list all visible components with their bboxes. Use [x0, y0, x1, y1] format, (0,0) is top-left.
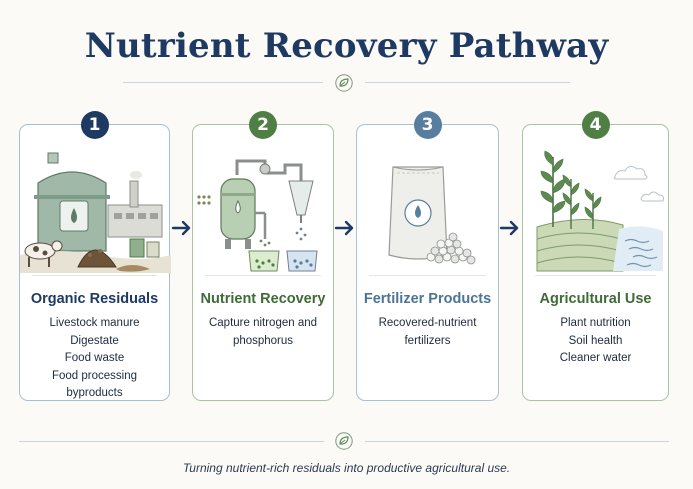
step-number-badge: 4	[581, 111, 610, 139]
page-title: Nutrient Recovery Pathway	[84, 26, 609, 66]
step-card-fertilizer-products: 3 Fertilizer Products Recovered-nutrient…	[356, 111, 499, 401]
card-divider	[32, 275, 157, 276]
digester-farm-illustration	[20, 143, 171, 273]
description-line: Plant nutrition	[560, 317, 631, 329]
arrow-right-icon	[171, 218, 193, 238]
description-line: Livestock manure	[49, 317, 140, 329]
step-number-badge: 3	[413, 111, 442, 139]
description-line: Recovered-nutrient fertilizers	[378, 317, 477, 347]
bottom-divider-left	[19, 441, 324, 442]
step-number-badge: 2	[249, 111, 277, 139]
step-heading: Agricultural Use	[539, 291, 652, 307]
arrow-right-icon	[499, 218, 521, 238]
leaf-icon	[334, 73, 354, 93]
step-heading: Nutrient Recovery	[200, 291, 326, 307]
step-description: Livestock manure Digestate Food waste Fo…	[26, 315, 163, 403]
step-card-organic-residuals: 1 Or	[19, 111, 171, 403]
step-description: Recovered-nutrient fertilizers	[363, 315, 492, 350]
top-divider-left	[123, 82, 323, 83]
crops-field-illustration	[523, 143, 668, 273]
top-divider-right	[365, 82, 570, 83]
description-line: Capture nitrogen and	[208, 317, 318, 329]
card-divider	[205, 275, 321, 276]
fertilizer-bag-illustration	[357, 143, 498, 273]
recovery-reactor-illustration	[193, 143, 333, 273]
footer-caption: Turning nutrient-rich residuals into pro…	[182, 461, 511, 475]
card-divider	[369, 275, 486, 276]
description-line: Soil health	[568, 334, 623, 347]
leaf-icon	[334, 431, 354, 451]
description-line: Cleaner water	[559, 352, 632, 364]
step-heading: Organic Residuals	[30, 291, 159, 307]
arrow-right-icon	[334, 218, 356, 238]
card-divider	[535, 275, 656, 276]
step-heading: Fertilizer Products	[363, 291, 492, 307]
step-number-badge: 1	[80, 111, 109, 139]
step-card-nutrient-recovery: 2 Nutrient Recover	[192, 111, 334, 401]
bottom-divider-right	[365, 441, 669, 442]
description-line: Food waste	[64, 352, 125, 364]
step-card-agricultural-use: 4	[522, 111, 669, 401]
step-description: Plant nutrition Soil health Cleaner wate…	[529, 315, 662, 368]
description-line: phosphorus	[232, 334, 294, 347]
description-line: Food processing byproducts	[51, 369, 138, 400]
step-description: Capture nitrogen and phosphorus	[199, 315, 327, 350]
description-line: Digestate	[70, 334, 119, 347]
